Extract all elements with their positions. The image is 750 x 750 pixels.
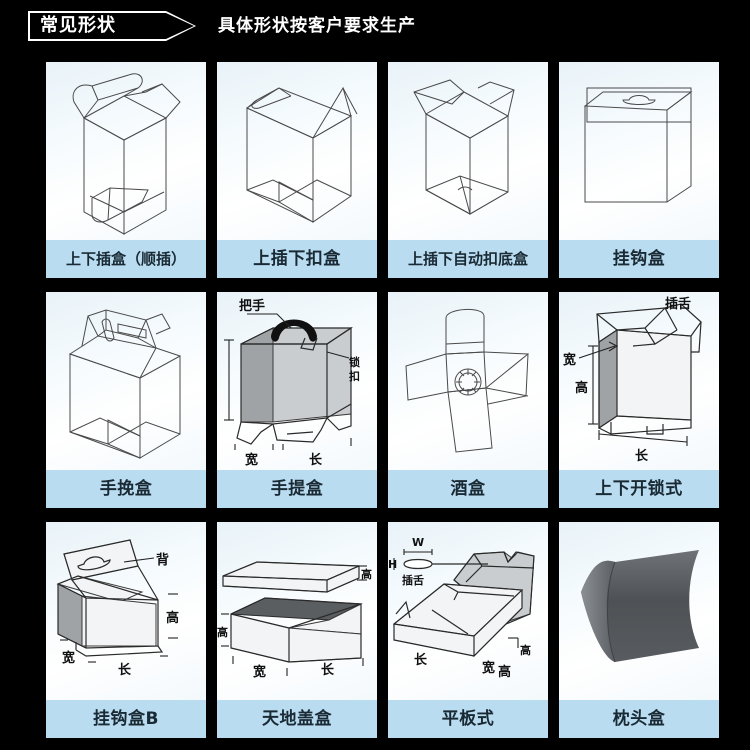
shape-cell-handle-fold[interactable]: 手挽盒 — [46, 292, 206, 508]
label-length: 长 — [118, 662, 132, 678]
label-back: 背 — [156, 552, 169, 568]
label-length: 长 — [321, 662, 335, 678]
shape-caption: 挂钩盒B — [46, 700, 206, 738]
label-height: 高 — [575, 380, 588, 396]
shape-caption: 上插下扣盒 — [217, 240, 377, 278]
box-illustration-hanger-b: 背 高 宽 长 — [46, 522, 206, 700]
label-length: 长 — [635, 448, 649, 464]
label-h: H — [388, 558, 397, 571]
label-lock-2: 扣 — [349, 369, 360, 383]
box-illustration-hanger — [559, 62, 719, 240]
section-tag-label: 常见形状 — [40, 15, 116, 36]
label-height-right: 高 — [520, 643, 531, 657]
shape-caption: 手提盒 — [217, 470, 377, 508]
shape-caption: 挂钩盒 — [559, 240, 719, 278]
label-tongue: 插舌 — [402, 573, 424, 587]
shape-cell-flat-tray[interactable]: W H 插舌 长 宽 高 高 平板式 — [388, 522, 548, 738]
shape-cell-auto-lock-bottom[interactable]: 上插下自动扣底盒 — [388, 62, 548, 278]
shape-caption: 平板式 — [388, 700, 548, 738]
label-lock-1: 锁 — [349, 355, 360, 369]
shape-cell-top-tuck-bottom-lock[interactable]: 上插下扣盒 — [217, 62, 377, 278]
shape-caption: 天地盖盒 — [217, 700, 377, 738]
label-height: 高 — [166, 610, 179, 626]
shape-caption: 上下开锁式 — [559, 470, 719, 508]
label-width: 宽 — [562, 352, 576, 368]
box-illustration-lid-base: 高 高 宽 长 — [217, 522, 377, 700]
shape-cell-hanger[interactable]: 挂钩盒 — [559, 62, 719, 278]
label-height: 高 — [217, 625, 228, 639]
shape-caption: 手挽盒 — [46, 470, 206, 508]
shape-caption: 枕头盒 — [559, 700, 719, 738]
shape-caption: 酒盒 — [388, 470, 548, 508]
label-length: 长 — [414, 652, 428, 668]
label-width: 宽 — [61, 650, 75, 666]
label-width: 宽 — [244, 452, 258, 468]
shape-cell-hanger-b[interactable]: 背 高 宽 长 挂钩盒B — [46, 522, 206, 738]
shape-caption: 上插下自动扣底盒 — [388, 240, 548, 278]
shape-cell-pillow[interactable]: 枕头盒 — [559, 522, 719, 738]
shape-caption: 上下插盒（顺插） — [46, 240, 206, 278]
box-illustration-wine — [388, 292, 548, 470]
shape-cell-top-bottom-lock-open[interactable]: 插舌 宽 高 长 上下开锁式 — [559, 292, 719, 508]
label-handle: 把手 — [239, 298, 265, 314]
section-tag-arrow-shape: 常见形状 — [28, 11, 196, 41]
box-illustration-top-bottom-lock-open: 插舌 宽 高 长 — [559, 292, 719, 470]
box-illustration-top-bottom-tuck — [46, 62, 206, 240]
section-tag-inner: 常见形状 — [30, 13, 194, 39]
box-illustration-handle-fold — [46, 292, 206, 470]
label-tongue: 插舌 — [665, 296, 691, 312]
shape-grid: 上下插盒（顺插） — [46, 62, 719, 738]
label-width: 宽 — [252, 664, 266, 680]
box-illustration-flat-tray: W H 插舌 长 宽 高 高 — [388, 522, 548, 700]
label-width: 宽 — [481, 660, 495, 676]
box-illustration-carry-handle: 把手 锁 扣 宽 长 — [217, 292, 377, 470]
box-illustration-auto-lock-bottom — [388, 62, 548, 240]
box-illustration-top-tuck-bottom-lock — [217, 62, 377, 240]
shape-cell-lid-base[interactable]: 高 高 宽 长 天地盖盒 — [217, 522, 377, 738]
label-lid-height: 高 — [361, 567, 372, 581]
header-subtitle: 具体形状按客户要求生产 — [218, 15, 416, 36]
box-illustration-pillow — [559, 522, 719, 700]
label-height-bottom: 高 — [498, 664, 511, 680]
shape-cell-carry-handle[interactable]: 把手 锁 扣 宽 长 手提盒 — [217, 292, 377, 508]
label-w: W — [412, 536, 424, 549]
section-tag: 常见形状 — [28, 11, 196, 41]
shape-cell-wine[interactable]: 酒盒 — [388, 292, 548, 508]
page-header: 常见形状 具体形状按客户要求生产 — [0, 0, 750, 52]
label-length: 长 — [309, 452, 323, 468]
shape-cell-top-bottom-tuck[interactable]: 上下插盒（顺插） — [46, 62, 206, 278]
